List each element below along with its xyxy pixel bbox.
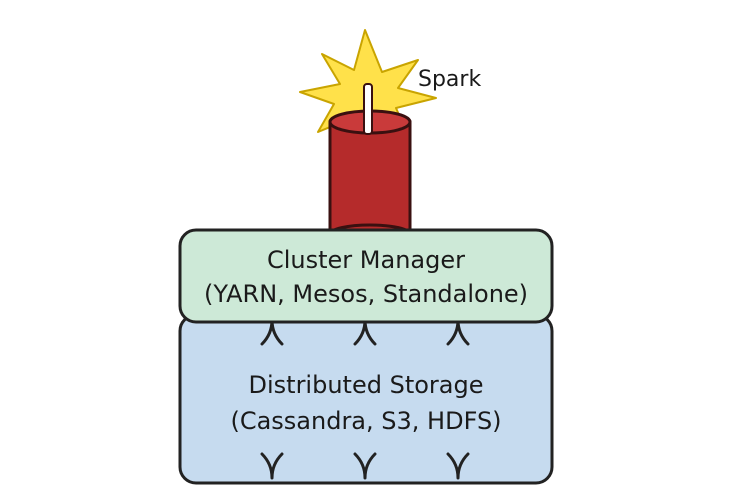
brick-divider-top [260,318,470,346]
candle-wick [363,83,373,135]
distributed-storage-box: Distributed Storage (Cassandra, S3, HDFS… [178,313,554,485]
brick-divider-bottom [260,452,470,480]
storage-subtitle: (Cassandra, S3, HDFS) [230,407,501,435]
cluster-manager-box: Cluster Manager (YARN, Mesos, Standalone… [178,228,554,324]
spark-label: Spark [418,67,481,92]
storage-title: Distributed Storage [249,371,484,399]
cluster-manager-title: Cluster Manager [267,246,465,274]
cluster-manager-subtitle: (YARN, Mesos, Standalone) [204,280,528,308]
